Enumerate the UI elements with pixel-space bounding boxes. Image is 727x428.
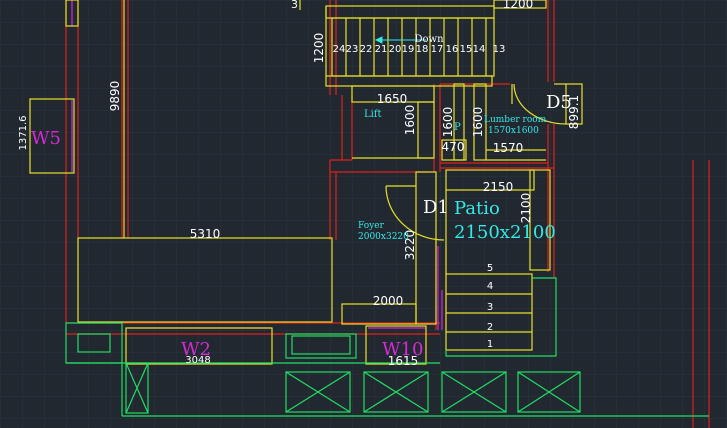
room-label-lift: Lift (364, 109, 382, 120)
stair-step: 23 (346, 44, 359, 55)
stair-direction-label: Down (414, 34, 444, 45)
room-label-p: P (454, 122, 461, 133)
element-tags: W5 W2 W10 D5 D1 (31, 92, 572, 360)
room-label-patio: Patio (454, 198, 500, 219)
dim-1200-stair: 1200 (312, 33, 326, 64)
dim-1600-c: 1600 (471, 107, 485, 138)
stair-bottom-numbers: 5 4 3 2 1 (487, 263, 493, 350)
dim-1600-a: 1600 (403, 105, 417, 136)
stair-step: 18 (416, 44, 429, 55)
dim-5310: 5310 (190, 227, 221, 241)
dim-1200-top: 1200 (503, 0, 534, 11)
tag-w5: W5 (31, 128, 61, 149)
stair-step: 2 (487, 322, 493, 333)
stair-step: 19 (402, 44, 415, 55)
stair-step: 3 (487, 302, 493, 313)
room-size-foyer: 2000x3220 (358, 232, 409, 242)
dimension-texts: 3 1200 9890 1371.6 1200 1650 1600 1600 1… (18, 0, 581, 368)
dim-1615: 1615 (388, 354, 419, 368)
tag-w10: W10 (382, 339, 423, 360)
stair-step: 21 (375, 44, 388, 55)
stair-step: 13 (493, 44, 506, 55)
dim-470: 470 (442, 140, 465, 154)
room-size-patio: 2150x2100 (454, 222, 556, 243)
stair-top-numbers: 24 23 22 21 20 19 18 17 16 15 14 13 (333, 44, 506, 55)
dim-1650: 1650 (377, 92, 408, 106)
dim-899-1: 899.1 (567, 95, 581, 129)
tag-w2: W2 (181, 339, 211, 360)
room-label-foyer: Foyer (358, 221, 385, 231)
room-size-lumber: 1570x1600 (488, 126, 539, 136)
stair-step: 24 (333, 44, 346, 55)
stair-step: 20 (389, 44, 402, 55)
tag-d5: D5 (546, 92, 572, 113)
stair-step: 4 (487, 281, 493, 292)
stair-step: 1 (487, 339, 493, 350)
yellow-linework (29, 0, 583, 365)
walls (65, 0, 710, 428)
room-label-lumber: Lumber room (484, 115, 547, 125)
dim-2150: 2150 (483, 180, 514, 194)
dim-3220: 3220 (403, 230, 417, 261)
stair-step: 5 (487, 263, 493, 274)
room-labels: Lift P Lumber room 1570x1600 Foyer 2000x… (358, 109, 556, 243)
stair-step: 14 (473, 44, 486, 55)
planter-boxes (285, 371, 581, 413)
dim-1570: 1570 (493, 141, 524, 155)
stair-direction-arrow (374, 36, 426, 44)
stair-step: 15 (460, 44, 473, 55)
balcony-linework (65, 277, 709, 417)
stair-step: 17 (431, 44, 444, 55)
dim-1600-b: 1600 (441, 107, 455, 138)
stair-step: 22 (360, 44, 373, 55)
dim-1371-6: 1371.6 (18, 116, 29, 151)
dim-2000: 2000 (373, 294, 404, 308)
stair-step: 16 (446, 44, 459, 55)
dim-3048: 3048 (185, 355, 210, 366)
tag-d1: D1 (423, 197, 449, 218)
dim-3: 3 (291, 0, 298, 11)
dim-9890: 9890 (108, 81, 122, 112)
dim-2100: 2100 (519, 193, 533, 224)
